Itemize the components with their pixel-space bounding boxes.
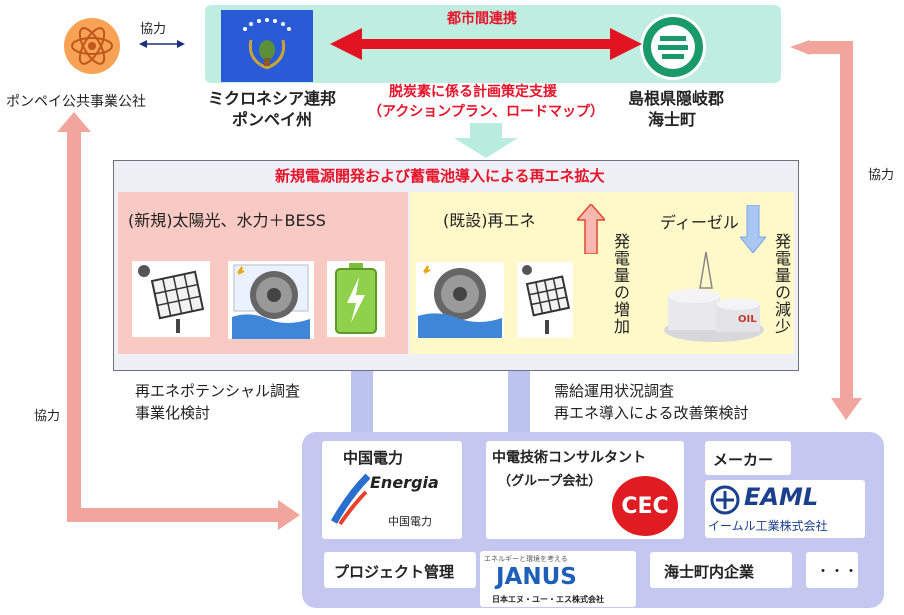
right-cooperation-arrow <box>790 40 862 420</box>
new-power-label: (新規)太陽光、水力＋BESS <box>128 211 326 230</box>
janus-logo-card <box>480 551 636 607</box>
study-left-line1: 再エネポテンシャル調査 <box>135 382 301 400</box>
janus-logo-sub: 日本エヌ・ユー・エス株式会社 <box>492 595 604 604</box>
decrease-arrow-icon <box>740 205 766 253</box>
existing-power-label: (既設)再エネ <box>443 211 536 230</box>
ama-town-name: 海士町 <box>648 110 697 129</box>
local-companies-card <box>650 552 792 588</box>
maker-card <box>705 441 791 475</box>
solar-panel-icon <box>132 261 210 337</box>
energia-swoosh-icon <box>330 474 370 526</box>
oil-label: OIL <box>738 314 757 325</box>
local-companies-label: 海士町内企業 <box>664 563 755 581</box>
eaml-emblem-icon <box>710 485 740 515</box>
janus-logo-top: エネルギーと環境を考える <box>484 555 568 563</box>
support-arrow <box>454 123 518 158</box>
left-cooperation-arrow <box>57 112 300 530</box>
pohnpei-state-name: ポンペイ州 <box>232 110 313 129</box>
solar-panel-icon <box>517 262 573 338</box>
more-label: ・・・ <box>816 564 858 580</box>
right-coop-label: 協力 <box>868 168 895 183</box>
team-up-arrows <box>341 352 540 440</box>
janus-logo-text: JANUS <box>496 564 577 590</box>
decrease-label: 発電量の減少 <box>772 233 791 335</box>
micronesia-name: ミクロネシア連邦 <box>208 89 337 108</box>
city-link-arrow <box>330 28 642 60</box>
cec-logo-text: CEC <box>621 493 669 519</box>
micronesia-pohnpei-flag-icon <box>221 10 313 82</box>
support-label: 脱炭素に係る計画策定支援 <box>389 84 557 100</box>
battery-icon <box>327 261 385 337</box>
chugoku-electric-card <box>322 441 462 539</box>
energia-logo-sub: 中国電力 <box>388 515 432 528</box>
energia-logo-text: Energia <box>370 473 439 492</box>
maker-label: メーカー <box>713 451 774 469</box>
coop-label-top: 協力 <box>140 22 167 37</box>
support-sublabel: （アクションプラン、ロードマップ） <box>368 104 605 120</box>
chugoku-electric-label: 中国電力 <box>343 449 404 467</box>
project-management-label: プロジェクト管理 <box>334 563 455 581</box>
diesel-label: ディーゼル <box>660 213 739 232</box>
atom-icon <box>64 18 120 74</box>
study-right-line2: 再エネ導入による改善策検討 <box>554 404 749 422</box>
ama-town-emblem-icon <box>640 14 706 80</box>
city-link-label: 都市間連携 <box>447 11 517 27</box>
water-turbine-icon <box>228 261 314 339</box>
eaml-logo-sub: イームル工業株式会社 <box>708 519 828 533</box>
eaml-logo-text: EAML <box>744 483 819 511</box>
pohnpei-utility-name: ポンペイ公共事業公社 <box>6 94 146 110</box>
increase-label: 発電量の増加 <box>611 233 630 335</box>
more-card <box>806 552 858 588</box>
plan-title: 新規電源開発および蓄電池導入による再エネ拡大 <box>275 167 605 185</box>
study-right-line1: 需給運用状況調査 <box>554 382 675 400</box>
left-coop-label: 協力 <box>34 409 61 424</box>
increase-arrow-icon <box>577 204 605 254</box>
project-management-card <box>324 552 476 588</box>
study-left-line2: 事業化検討 <box>135 404 211 422</box>
cec-sub-label: （グループ会社） <box>498 474 602 489</box>
double-arrow-icon <box>139 40 185 48</box>
ama-district-name: 島根県隠岐郡 <box>628 89 725 108</box>
cec-label: 中電技術コンサルタント <box>492 450 646 466</box>
water-turbine-icon <box>416 262 504 338</box>
cec-logo-icon: CEC <box>612 476 678 536</box>
oil-tank-icon <box>660 248 768 344</box>
